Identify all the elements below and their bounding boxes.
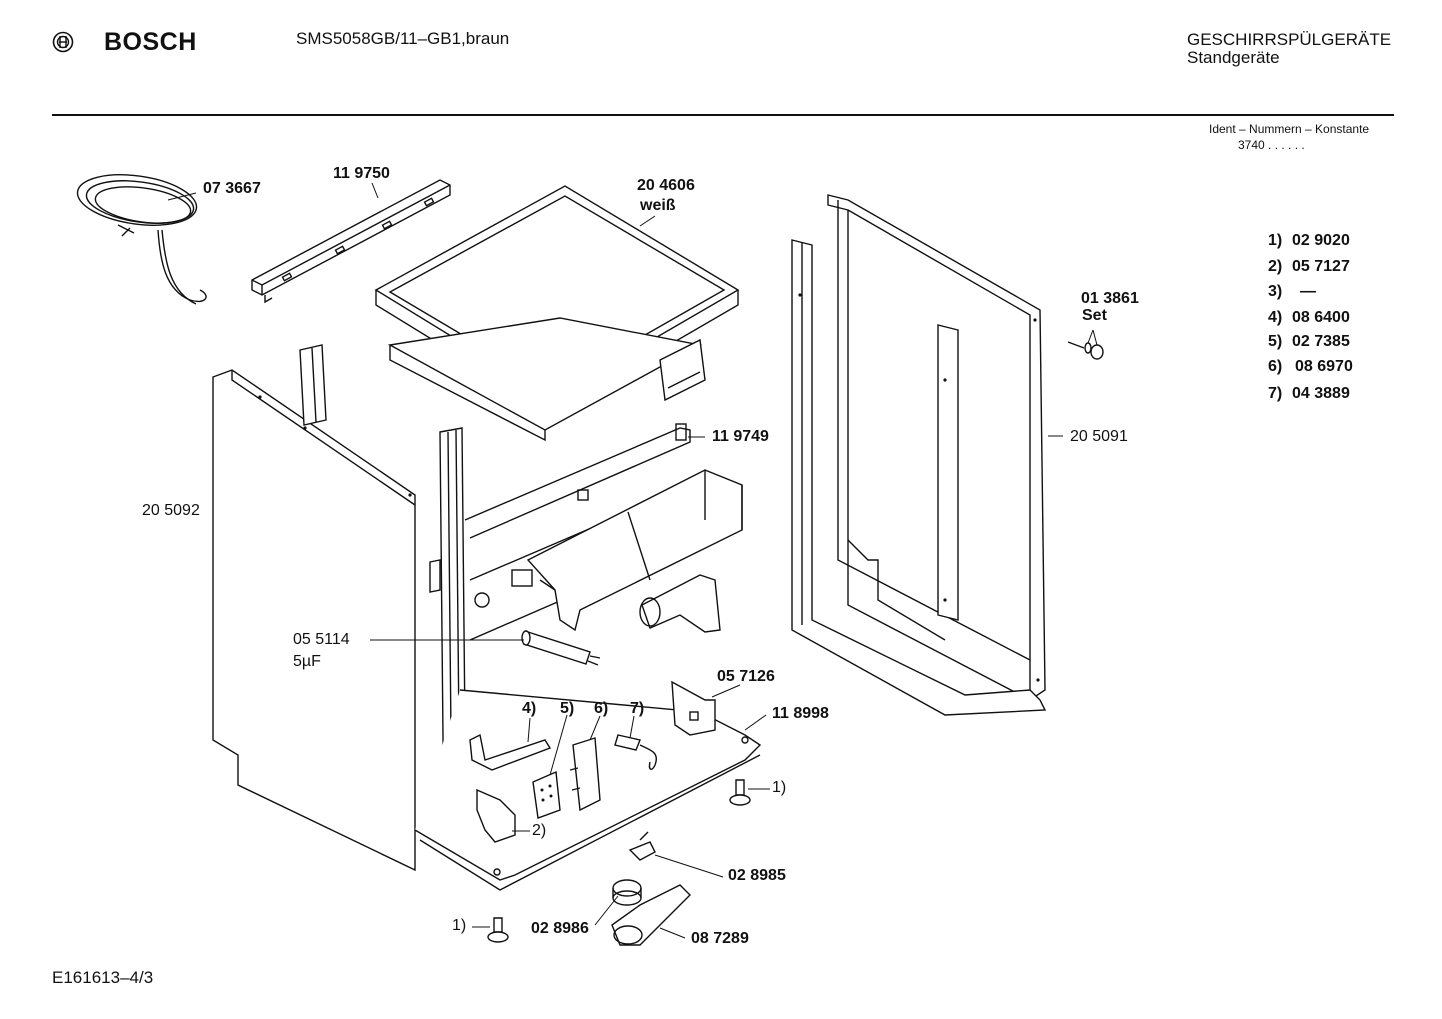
sump-hose (611, 884, 691, 946)
legend-key: 5) (1268, 333, 1283, 350)
label-part-7: 7) (630, 700, 645, 717)
legend-value: 08 6970 (1295, 358, 1353, 375)
legend-value: 05 7127 (1292, 258, 1350, 275)
right-door-frame (827, 194, 1046, 701)
legend-key: 1) (1268, 232, 1283, 249)
label-cap: 02 8986 (531, 920, 589, 937)
label-foot-left: 1) (452, 917, 467, 934)
label-right-side: 20 5091 (1070, 428, 1128, 445)
label-left-side: 20 5092 (142, 502, 200, 519)
label-foot-right: 1) (772, 779, 787, 796)
category-title: GESCHIRRSPÜLGERÄTE (1187, 30, 1392, 49)
label-worktop: 20 4606 (637, 177, 695, 194)
label-hose: 08 7289 (691, 930, 749, 947)
legend-key: 2) (1268, 258, 1283, 275)
part-6-holder (569, 737, 601, 812)
ident-label: Ident – Nummern – Konstante (1209, 122, 1370, 136)
legend-item: 4) 08 6400 (1268, 309, 1350, 327)
label-switch: 02 8985 (728, 867, 786, 884)
legend-item: 1) 02 9020 (1268, 232, 1350, 250)
legend-key: 7) (1268, 385, 1283, 402)
legend-item: 7) 04 3889 (1268, 385, 1350, 403)
power-cable (76, 174, 207, 305)
label-part-6: 6) (594, 700, 609, 717)
label-part-2: 2) (532, 822, 547, 839)
small-bracket (671, 680, 716, 736)
top-rail (251, 179, 451, 304)
foot-right (729, 779, 751, 806)
legend-value: 02 7385 (1292, 333, 1350, 350)
label-cable: 07 3667 (203, 180, 261, 197)
capacitor (521, 630, 601, 666)
legend-key: 4) (1268, 309, 1283, 326)
label-part-4: 4) (522, 700, 537, 717)
label-part-5: 5) (560, 700, 575, 717)
left-rear-profile (299, 344, 327, 426)
label-screw-set: 01 3861 (1081, 290, 1139, 307)
right-rear-frame (791, 239, 1047, 716)
brand-name: BOSCH (104, 28, 197, 56)
label-screw-set-note: Set (1082, 307, 1107, 324)
float-cap (612, 879, 642, 906)
insulation-block (526, 469, 743, 632)
label-capacitor-value: 5µF (293, 653, 321, 670)
left-side-panel (212, 369, 416, 872)
legend-value: — (1300, 283, 1316, 300)
float-switch (628, 831, 656, 861)
legend-item: 2) 05 7127 (1268, 258, 1350, 276)
ident-value: 3740 . . . . . . (1238, 138, 1305, 152)
label-base-plate: 11 8998 (772, 705, 829, 722)
document-id: E161613–4/3 (52, 968, 154, 987)
part-7-filter (614, 734, 657, 770)
legend-item: 6) 08 6970 (1268, 358, 1353, 376)
leader-lines (167, 182, 1063, 939)
legend-value: 08 6400 (1292, 309, 1350, 326)
category-subtitle: Standgeräte (1187, 48, 1280, 67)
model-number: SMS5058GB/11–GB1,braun (296, 29, 510, 48)
screw-set (1067, 329, 1104, 360)
legend-key: 6) (1268, 358, 1283, 375)
part-2-bracket (476, 788, 516, 843)
legend-item: 3) — (1268, 283, 1316, 301)
legend-key: 3) (1268, 283, 1283, 300)
label-top-rail: 11 9750 (333, 165, 390, 182)
bosch-logo-icon (52, 31, 74, 53)
part-4-bracket (469, 733, 552, 771)
part-5-terminal (532, 770, 561, 819)
label-bracket: 11 9749 (712, 428, 769, 445)
header-divider (52, 114, 1394, 116)
legend-item: 5) 02 7385 (1268, 333, 1350, 351)
worktop-insulation (387, 317, 706, 442)
label-small-bracket: 05 7126 (717, 668, 775, 685)
legend-value: 04 3889 (1292, 385, 1350, 402)
air-duct (639, 574, 721, 633)
label-capacitor: 05 5114 (293, 631, 350, 648)
legend-value: 02 9020 (1292, 232, 1350, 249)
foot-left (487, 917, 509, 943)
label-worktop-color: weiß (640, 197, 676, 214)
